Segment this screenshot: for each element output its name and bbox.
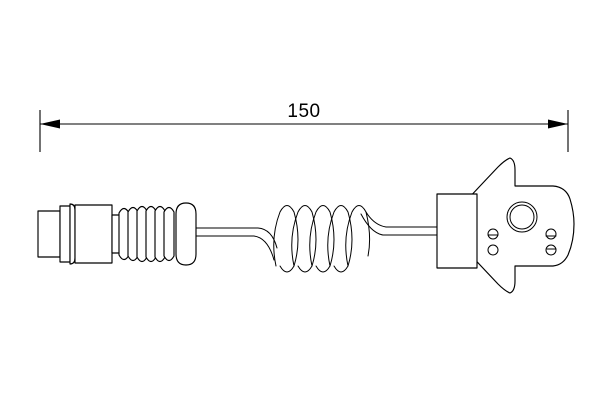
small-hole-upper-right	[545, 228, 557, 240]
dimension-arrow-right-icon	[548, 119, 568, 129]
small-hole-lower-right	[545, 244, 557, 256]
boot-rib-6	[163, 206, 175, 262]
cable-left-upper-line	[195, 227, 278, 249]
small-hole-upper-left	[487, 228, 499, 240]
coil-loop-5	[345, 205, 371, 267]
connector-main-body	[74, 204, 113, 264]
dimension-annotation-group: 150	[39, 101, 569, 152]
left-connector-group	[37, 203, 121, 265]
connector-end-cap	[37, 210, 61, 258]
coil-loop-3	[309, 205, 335, 273]
dimension-arrow-left-icon	[40, 119, 60, 129]
cable-right-upper-line	[365, 211, 438, 228]
coil-loop-1	[273, 205, 299, 273]
coil-loop-2	[291, 205, 317, 273]
small-hole-lower-left	[487, 244, 499, 256]
strain-relief-boot-group	[118, 202, 197, 266]
boot-end-flange	[175, 202, 197, 266]
coil-loop-4	[327, 205, 353, 273]
connector-housing-group	[436, 193, 478, 269]
connector-collar-ring	[69, 203, 76, 265]
cable-segment-left-group	[195, 227, 278, 261]
dimension-value-label: 150	[287, 101, 320, 122]
cable-segment-right-group	[360, 211, 438, 236]
cable-right-lower-line	[360, 213, 438, 236]
cable-left-lower-line	[195, 235, 275, 261]
connector-housing-block	[436, 193, 478, 269]
center-mounting-hole-inner-ring	[509, 204, 535, 230]
bracket-holes-group	[487, 201, 557, 256]
connector-barrel-front	[59, 205, 71, 263]
coiled-cable-spring-group	[273, 205, 371, 273]
